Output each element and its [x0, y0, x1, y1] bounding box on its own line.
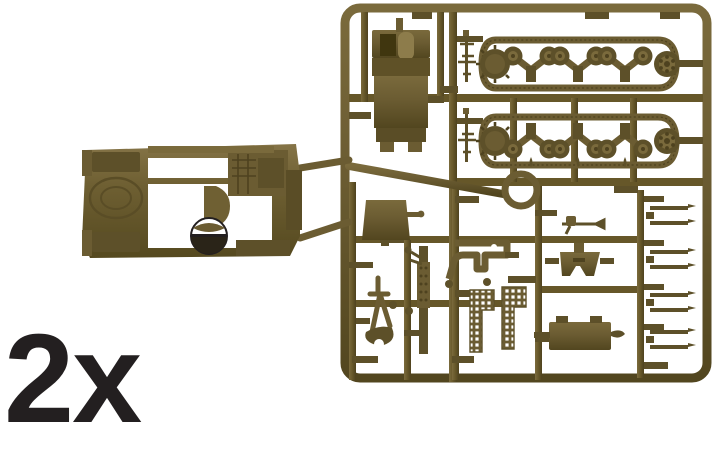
- part-mesh-screen-left: [469, 289, 495, 353]
- part-rifle-upper: [458, 30, 476, 82]
- part-mesh-screen-right: [501, 286, 527, 350]
- part-rifle-lower: [458, 108, 476, 162]
- part-turret: [372, 18, 430, 152]
- part-track-run-right: [476, 113, 703, 169]
- part-machine-gun: [404, 246, 430, 354]
- part-small-gun: [562, 216, 606, 235]
- part-tripod-mount: [356, 275, 397, 349]
- part-track-run-left: [476, 36, 703, 92]
- part-armour-plate: [362, 200, 425, 246]
- quantity-badge: 2x: [4, 308, 142, 449]
- part-gun-cradle: [545, 243, 614, 276]
- part-angled-bracket: [445, 239, 519, 288]
- part-stowage-box: [534, 316, 625, 350]
- part-rod-pairs: [646, 204, 696, 349]
- hull-hatch-ring: [190, 217, 228, 255]
- part-tank-hull: [82, 144, 353, 258]
- sprue-handling-ring: [501, 170, 541, 210]
